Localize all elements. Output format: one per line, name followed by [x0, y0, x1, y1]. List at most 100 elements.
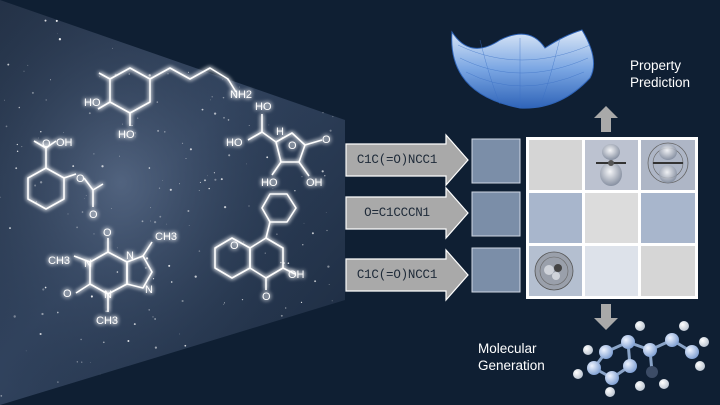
- star: [181, 299, 184, 303]
- star: [328, 283, 330, 286]
- star: [148, 309, 150, 311]
- star: [194, 275, 197, 278]
- star: [72, 165, 75, 168]
- star: [9, 227, 11, 230]
- star: [90, 295, 93, 298]
- star: [332, 116, 334, 118]
- star: [300, 301, 303, 304]
- star: [198, 250, 201, 252]
- orbital-icon: [647, 142, 689, 184]
- star: [223, 205, 227, 209]
- star: [150, 207, 152, 209]
- grid-cell: [641, 193, 695, 243]
- star: [102, 341, 105, 344]
- star: [314, 280, 317, 283]
- star: [157, 129, 160, 132]
- star: [121, 123, 124, 125]
- star: [0, 395, 3, 397]
- star: [81, 211, 84, 213]
- star: [80, 338, 82, 341]
- star: [133, 323, 136, 326]
- atom-label: CH3: [48, 255, 70, 267]
- molecular-generation-line-2: Generation: [478, 358, 545, 373]
- star: [63, 132, 64, 133]
- star: [127, 340, 130, 342]
- star: [41, 312, 44, 316]
- star: [85, 195, 87, 196]
- star: [49, 79, 52, 81]
- embedding-box-1: [471, 138, 521, 184]
- star: [39, 181, 43, 184]
- star: [199, 181, 201, 183]
- star: [280, 314, 283, 317]
- star: [211, 96, 213, 98]
- dopamine-molecule: [97, 67, 237, 126]
- molecule-atom-labels: HO HO NH2 O OH O O HO H HO O O HO OH O O…: [42, 89, 331, 327]
- atom-label: O: [103, 227, 112, 239]
- star: [272, 188, 274, 189]
- star: [152, 278, 155, 280]
- star: [4, 99, 6, 101]
- molecular-generation-line-1: Molecular: [478, 341, 537, 356]
- representation-grid: [526, 137, 698, 299]
- star: [243, 241, 245, 243]
- smiles-input-3: C1C(=O)NCC1: [346, 259, 474, 291]
- star: [76, 361, 78, 363]
- star: [116, 247, 118, 249]
- star: [131, 124, 133, 127]
- atom-label: N: [126, 250, 134, 262]
- star: [170, 281, 173, 283]
- star: [162, 180, 163, 181]
- star: [223, 116, 225, 119]
- star: [184, 344, 187, 347]
- up-arrow: [594, 106, 618, 132]
- grid-cell: [529, 140, 582, 190]
- atom-label: N: [145, 284, 153, 296]
- star: [210, 99, 212, 101]
- atom-label: OH: [306, 177, 323, 189]
- star: [322, 112, 324, 114]
- star: [55, 19, 58, 22]
- star: [248, 205, 250, 207]
- atom-label: O: [230, 240, 239, 252]
- star: [327, 265, 330, 268]
- star: [303, 222, 305, 224]
- star: [76, 226, 78, 229]
- star: [39, 332, 42, 336]
- star: [134, 132, 137, 134]
- flavonol-molecule: [214, 193, 297, 290]
- down-arrow: [594, 304, 618, 330]
- star: [16, 143, 18, 146]
- star: [61, 260, 64, 262]
- embedding-boxes: [471, 138, 521, 293]
- star: [189, 148, 192, 151]
- orbital-icon: [534, 251, 574, 291]
- smiles-input-2: O=C1CCCN1: [346, 197, 474, 229]
- star: [128, 73, 131, 75]
- atom-label: OH: [288, 269, 305, 281]
- smiles-arrows: [345, 133, 469, 302]
- atom-label: HO: [226, 137, 243, 149]
- molecule-structures: [27, 67, 323, 312]
- star: [179, 183, 181, 185]
- atom-label: H: [276, 126, 284, 138]
- smiles-arrow-1: [345, 133, 469, 187]
- star: [145, 257, 149, 260]
- star: [154, 318, 156, 320]
- star: [179, 333, 180, 335]
- star: [285, 307, 287, 309]
- atom-label: O: [288, 140, 297, 152]
- star: [93, 153, 95, 155]
- star: [331, 300, 333, 302]
- atom-label: HO: [118, 129, 135, 141]
- star: [112, 47, 113, 49]
- star: [188, 225, 190, 226]
- star: [294, 190, 296, 192]
- star: [187, 71, 190, 73]
- star: [280, 261, 282, 264]
- star: [241, 298, 244, 301]
- star: [158, 187, 161, 189]
- orbital-icon: [596, 144, 626, 186]
- property-surface: [451, 29, 595, 109]
